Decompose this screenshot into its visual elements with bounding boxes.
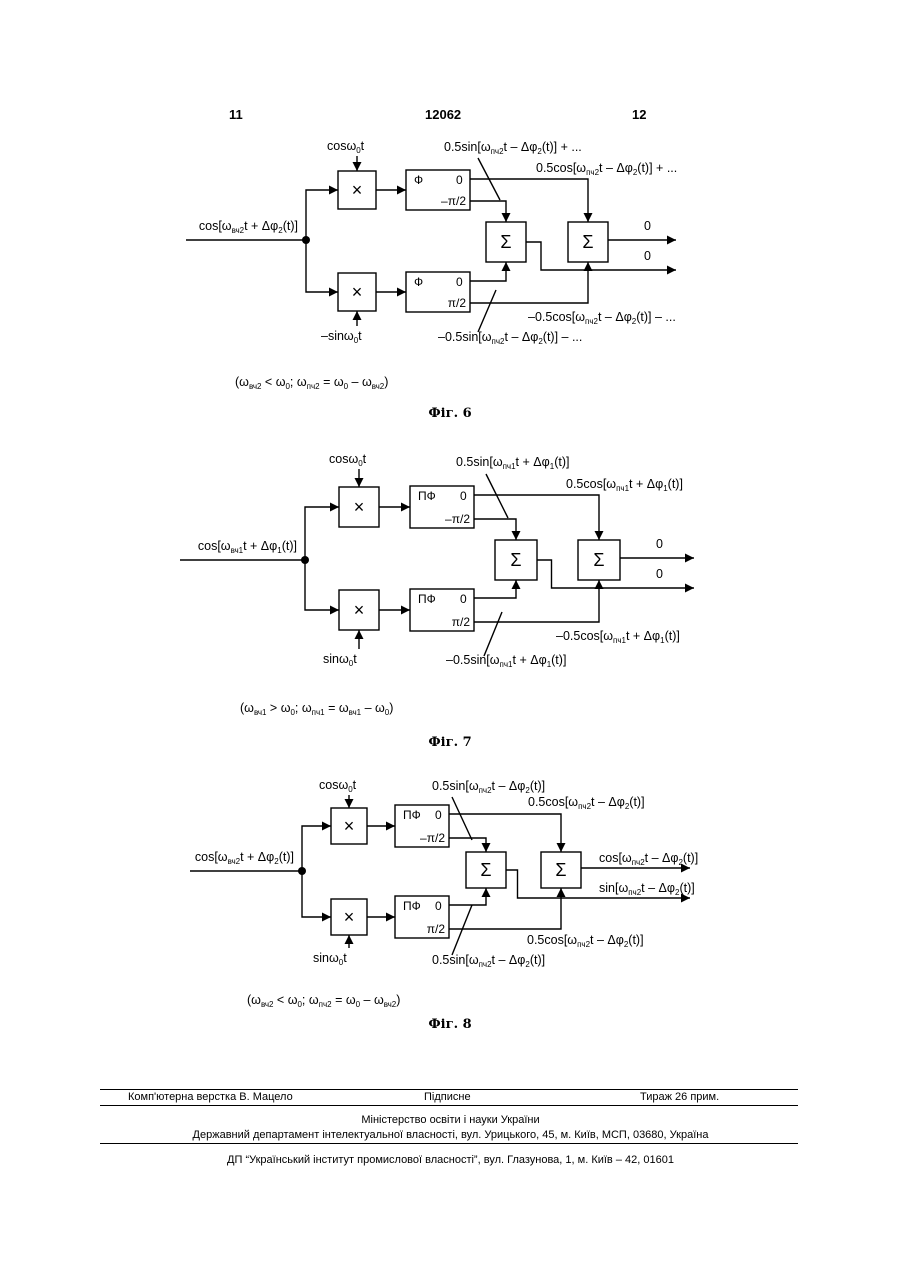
condition-note: (ωвч2 < ω0; ωпч2 = ω0 – ωвч2) [247,993,400,1009]
filter-bottom-name: ПФ [418,592,436,606]
summer-1-symbol: Σ [510,550,521,570]
input-signal-label: cos[ωвч1t + Δφ1(t)] [198,539,297,555]
filter-top-to-summer-1 [474,519,516,540]
leader-bottom-sin [478,290,496,332]
figure-6: cos[ωвч2t + Δφ2(t)] × × cosω0t –sinω0t Ф 0 –π/2… [186,139,677,421]
ministry-line: Міністерство освіти і науки України [0,1114,901,1126]
label-bottom-cos: 0.5cos[ωпч2t – Δφ2(t)] [527,933,644,949]
filter-bottom-to-summer-1 [474,580,516,598]
output-2-label: sin[ωпч2t – Δφ2(t)] [599,881,695,897]
figure-caption: Фіг. 6 [428,406,471,421]
filter-top-name: ПФ [418,489,436,503]
lo-bottom-label: –sinω0t [321,329,362,345]
leader-top-sin [486,474,508,518]
filter-bottom-to-summer-2 [470,262,588,303]
summer-2-symbol: Σ [555,860,566,880]
mixer-top-symbol: × [344,816,355,836]
condition-note: (ωвч1 > ω0; ωпч1 = ωвч1 – ω0) [240,701,393,717]
filter-bottom-port-shift: π/2 [448,296,467,310]
label-top-cos: 0.5cos[ωпч2t – Δφ2(t)] [528,795,645,811]
filter-top-name: ПФ [403,808,421,822]
figure-8: cos[ωвч2t + Δφ2(t)] × × cosω0t sinω0t ПФ 0 –π/2… [190,778,698,1032]
footer-rule-bottom [100,1143,798,1144]
filter-bottom-to-summer-2 [449,888,561,929]
condition-note: (ωвч2 < ω0; ωпч2 = ω0 – ωвч2) [235,375,388,391]
figure-caption: Фіг. 8 [428,1017,471,1032]
filter-bottom-to-summer-2 [474,580,599,622]
label-top-sin: 0.5sin[ωпч2t – Δφ2(t)] [432,779,545,795]
label-bottom-sin: 0.5sin[ωпч2t – Δφ2(t)] [432,953,545,969]
branch-bottom-line [306,240,338,292]
branch-bottom-line [302,871,331,917]
output-1-label: 0 [644,219,651,233]
summer-1-symbol: Σ [480,860,491,880]
mixer-bottom-symbol: × [352,282,363,302]
filter-top-port-shift: –π/2 [420,831,445,845]
filter-bottom-to-summer-1 [470,262,506,281]
signed-note: Підписне [424,1091,471,1103]
filter-top-to-summer-1 [470,201,506,222]
mixer-top-symbol: × [354,497,365,517]
filter-top-port-shift: –π/2 [441,194,466,208]
lo-top-label: cosω0t [319,778,357,794]
mixer-top-symbol: × [352,180,363,200]
label-top-sin: 0.5sin[ωпч1t + Δφ1(t)] [456,455,569,471]
filter-bottom-name: ПФ [403,899,421,913]
department-line: Державний департамент інтелектуальної вл… [0,1129,901,1141]
label-top-cos: 0.5cos[ωпч1t + Δφ1(t)] [566,477,683,493]
label-bottom-cos: –0.5cos[ωпч1t + Δφ1(t)] [556,629,680,645]
label-bottom-cos: –0.5cos[ωпч2t – Δφ2(t)] – ... [528,310,676,326]
filter-bottom-port-0: 0 [456,275,463,289]
filter-bottom-to-summer-1 [449,888,486,905]
leader-top-sin [452,797,472,840]
output-2-label: 0 [644,249,651,263]
circulation-note: Тираж 26 прим. [640,1091,719,1103]
input-signal-label: cos[ωвч2t + Δφ2(t)] [195,850,294,866]
output-1-label: 0 [656,537,663,551]
output-2-label: 0 [656,567,663,581]
filter-top-to-summer-2 [474,495,599,540]
figure-7: cos[ωвч1t + Δφ1(t)] × × cosω0t sinω0t ПФ 0 –π/2… [180,452,694,750]
mixer-bottom-symbol: × [354,600,365,620]
leader-bottom-sin [484,612,502,656]
summer-2-symbol: Σ [593,550,604,570]
lo-top-label: cosω0t [329,452,367,468]
summer-1-symbol: Σ [500,232,511,252]
branch-top-line [306,190,338,240]
leader-bottom-sin [452,905,472,955]
figure-caption: Фіг. 7 [428,735,471,750]
filter-top-port-0: 0 [456,173,463,187]
branch-top-line [305,507,339,560]
filter-top-port-shift: –π/2 [445,512,470,526]
branch-bottom-line [305,560,339,610]
label-top-sin: 0.5sin[ωпч2t – Δφ2(t)] + ... [444,140,582,156]
layout-credit: Комп'ютерна верстка В. Мацело [128,1091,293,1103]
label-bottom-sin: –0.5sin[ωпч2t – Δφ2(t)] – ... [438,330,582,346]
summer-2-symbol: Σ [582,232,593,252]
lo-bottom-label: sinω0t [313,951,347,967]
filter-bottom-port-shift: π/2 [452,615,471,629]
footer-rule-top [100,1089,798,1090]
lo-top-label: cosω0t [327,139,365,155]
label-top-cos: 0.5cos[ωпч2t – Δφ2(t)] + ... [536,161,677,177]
filter-bottom-name: Ф [414,275,423,289]
filter-top-name: Ф [414,173,423,187]
figures-canvas: cos[ωвч2t + Δφ2(t)] × × cosω0t –sinω0t Ф 0 –π/2… [0,0,901,1060]
input-signal-label: cos[ωвч2t + Δφ2(t)] [199,219,298,235]
filter-top-port-0: 0 [435,808,442,822]
filter-top-port-0: 0 [460,489,467,503]
footer-rule-middle [100,1105,798,1106]
filter-bottom-port-0: 0 [435,899,442,913]
filter-top-to-summer-2 [449,814,561,852]
filter-top-to-summer-1 [449,838,486,852]
mixer-bottom-symbol: × [344,907,355,927]
institute-line: ДП “Український інститут промислової вла… [0,1154,901,1166]
output-1-label: cos[ωпч2t – Δφ2(t)] [599,851,698,867]
branch-top-line [302,826,331,871]
filter-bottom-port-0: 0 [460,592,467,606]
label-bottom-sin: –0.5sin[ωпч1t + Δφ1(t)] [446,653,566,669]
lo-bottom-label: sinω0t [323,652,357,668]
filter-bottom-port-shift: π/2 [427,922,446,936]
